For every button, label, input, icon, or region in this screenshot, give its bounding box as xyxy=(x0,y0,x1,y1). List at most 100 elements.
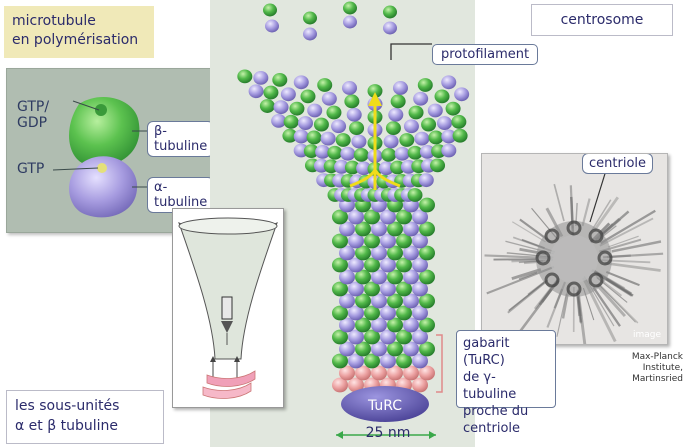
centriole-micrograph: centriole image xyxy=(481,153,668,345)
tubulin-bead xyxy=(371,221,387,237)
tubulin-bead xyxy=(396,353,412,369)
tubulin-bead xyxy=(340,146,356,161)
tubulin-bead xyxy=(293,75,309,90)
tubulin-bead xyxy=(380,281,396,297)
microtubule-cross-section-inset xyxy=(172,208,284,408)
tubulin-bead xyxy=(265,19,279,33)
tubulin-bead xyxy=(348,305,364,321)
tubulin-bead xyxy=(403,119,419,134)
tubulin-bead xyxy=(380,209,396,225)
tubulin-bead xyxy=(380,305,396,321)
micrograph-fiber xyxy=(611,240,662,253)
micrograph-fiber xyxy=(603,252,664,259)
tubulin-bead xyxy=(385,121,401,135)
micrograph-texture xyxy=(482,154,667,344)
tubulin-bead xyxy=(248,84,264,99)
gabarit-line-2: de γ-tubuline xyxy=(463,370,517,402)
tubulin-bead xyxy=(320,131,336,146)
tubulin-bead xyxy=(396,329,412,345)
tubulin-bead xyxy=(421,117,437,132)
tubulin-bead xyxy=(332,329,348,345)
micrograph-fiber xyxy=(604,261,661,272)
tubulin-bead xyxy=(339,221,355,237)
tubulin-bead xyxy=(387,317,403,333)
tubulin-bead xyxy=(342,81,358,95)
tubulin-bead xyxy=(364,353,380,369)
tubulin-bead xyxy=(390,94,406,109)
tubulin-bead xyxy=(437,116,453,130)
tubulin-bead xyxy=(326,105,342,120)
tubulin-bead xyxy=(339,341,355,357)
image-tag: image xyxy=(632,330,661,340)
tubulin-bead xyxy=(339,365,355,381)
tubulin-bead xyxy=(327,145,343,160)
credit-line-1: Max-Planck xyxy=(631,352,683,362)
tubulin-bead xyxy=(454,87,470,102)
credit-line-2: Institute, xyxy=(642,363,683,373)
tubulin-bead xyxy=(371,269,387,285)
tubulin-bead xyxy=(430,158,446,173)
microtubule-structure: TuRC xyxy=(237,1,470,439)
tubulin-bead xyxy=(412,329,428,345)
micrograph-fiber xyxy=(598,283,639,324)
micrograph-fiber xyxy=(576,293,583,323)
tubulin-bead xyxy=(355,341,371,357)
subunits-line-2: α et β tubuline xyxy=(15,418,119,434)
tubulin-bead xyxy=(332,281,348,297)
tubulin-bead xyxy=(332,233,348,249)
tubulin-bead xyxy=(253,71,269,85)
tubulin-bead xyxy=(452,128,468,143)
tubulin-bead xyxy=(414,131,430,146)
tubulin-bead xyxy=(356,161,372,176)
tubulin-bead xyxy=(348,281,364,297)
tubulin-bead xyxy=(419,317,435,333)
tubulin-bead xyxy=(387,365,403,381)
micrograph-fiber xyxy=(607,235,639,248)
tubulin-bead xyxy=(364,257,380,273)
tubulin-bead xyxy=(321,91,337,106)
tubulin-bead xyxy=(364,305,380,321)
tubulin-bead xyxy=(259,99,275,113)
micrograph-fiber xyxy=(507,280,548,314)
tubulin-bead xyxy=(273,100,289,115)
tubulin-bead xyxy=(344,94,360,109)
tubulin-bead xyxy=(303,144,319,158)
tubulin-bead xyxy=(419,144,435,159)
tubulin-bead xyxy=(331,119,347,134)
tubulin-bead xyxy=(419,269,435,285)
alpha-tubulin-shape xyxy=(69,156,138,218)
tubulin-bead xyxy=(315,144,331,159)
tubulin-bead xyxy=(303,27,317,41)
tubulin-bead xyxy=(378,161,394,176)
tubulin-bead xyxy=(419,341,435,357)
tubulin-bead xyxy=(396,305,412,321)
micrograph-fiber xyxy=(511,221,546,243)
tubulin-bead xyxy=(346,107,362,122)
tubulin-bead xyxy=(412,281,428,297)
gabarit-bracket xyxy=(436,334,443,393)
tubulin-bead xyxy=(394,146,410,161)
tubulin-bead xyxy=(289,101,305,116)
beta-tubulin-shape xyxy=(69,96,140,167)
micrograph-fiber xyxy=(593,196,619,232)
tubulin-bead xyxy=(412,377,428,393)
tubulin-bead xyxy=(403,293,419,309)
subunits-label: les sous-unités α et β tubuline xyxy=(6,390,164,444)
tubulin-bead xyxy=(348,233,364,249)
tubulin-bead xyxy=(332,305,348,321)
gtp-label: GTP xyxy=(17,161,45,177)
tubulin-bead xyxy=(334,159,350,174)
tubulin-bead xyxy=(332,377,348,393)
tubulin-bead xyxy=(344,160,360,175)
gtp-gdp-site xyxy=(95,104,107,116)
gtp-gdp-label: GTP/ GDP xyxy=(17,99,49,131)
tubulin-bead xyxy=(407,188,423,202)
tubulin-bead xyxy=(355,293,371,309)
tubulin-bead xyxy=(412,353,428,369)
tubulin-bead xyxy=(418,173,434,188)
tubulin-bead xyxy=(332,257,348,273)
gtp-site xyxy=(97,163,107,173)
micrograph-fiber xyxy=(556,293,567,337)
tubulin-bead xyxy=(403,365,419,381)
tubulin-bead xyxy=(364,329,380,345)
